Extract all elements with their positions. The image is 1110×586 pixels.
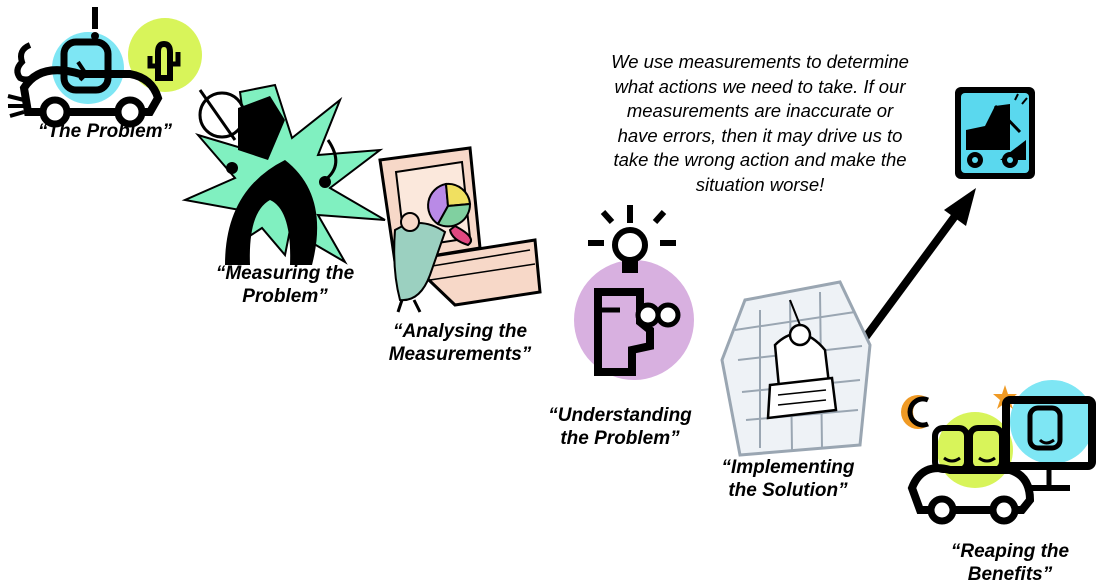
measurement-note: We use measurements to determine what ac… [560,50,960,197]
measuring-starburst-icon [185,85,385,265]
happy-drivers-tv-icon [901,380,1094,521]
tow-truck-icon [955,87,1035,179]
up-right-arrow-icon [865,188,976,338]
note-line: measurements are inaccurate or [560,99,960,124]
presentation-pie-chart-icon [380,148,540,312]
lightbulb-thinker-icon [574,205,694,380]
note-line: what actions we need to take. If our [560,75,960,100]
note-line: have errors, then it may drive us to [560,124,960,149]
note-line: We use measurements to determine [560,50,960,75]
note-line: take the wrong action and make the [560,148,960,173]
car-driver-cactus-icon [8,7,202,124]
worker-building-icon [722,282,870,455]
note-line: situation worse! [560,173,960,198]
step-label-the-problem: “The Problem” [20,120,190,143]
